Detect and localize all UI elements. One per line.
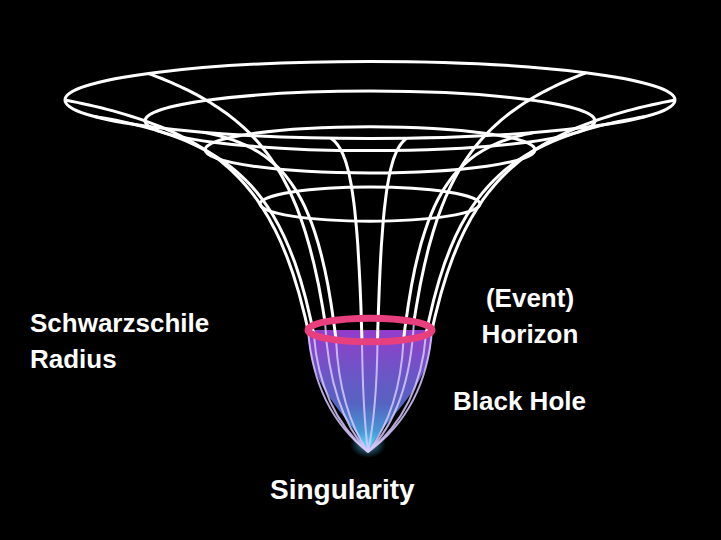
inner-meridian [368, 330, 432, 452]
meridian-line [65, 100, 308, 330]
horizon-label: (Event) Horizon [455, 280, 605, 353]
meridian-line [331, 138, 362, 342]
inner-meridian [308, 330, 368, 452]
black-hole-label: Black Hole [453, 383, 653, 419]
radius-label: Schwarzschile Radius [30, 305, 270, 378]
meridian-line [378, 138, 407, 341]
inner-meridian [368, 335, 426, 452]
funnel-ring [205, 127, 535, 173]
singularity-label: Singularity [270, 470, 470, 509]
inner-meridian [368, 340, 403, 452]
inner-meridian [362, 342, 368, 452]
inner-meridian [368, 342, 377, 452]
meridian-line [149, 74, 325, 322]
funnel-ring [260, 187, 480, 221]
event-horizon-ring [308, 318, 432, 342]
